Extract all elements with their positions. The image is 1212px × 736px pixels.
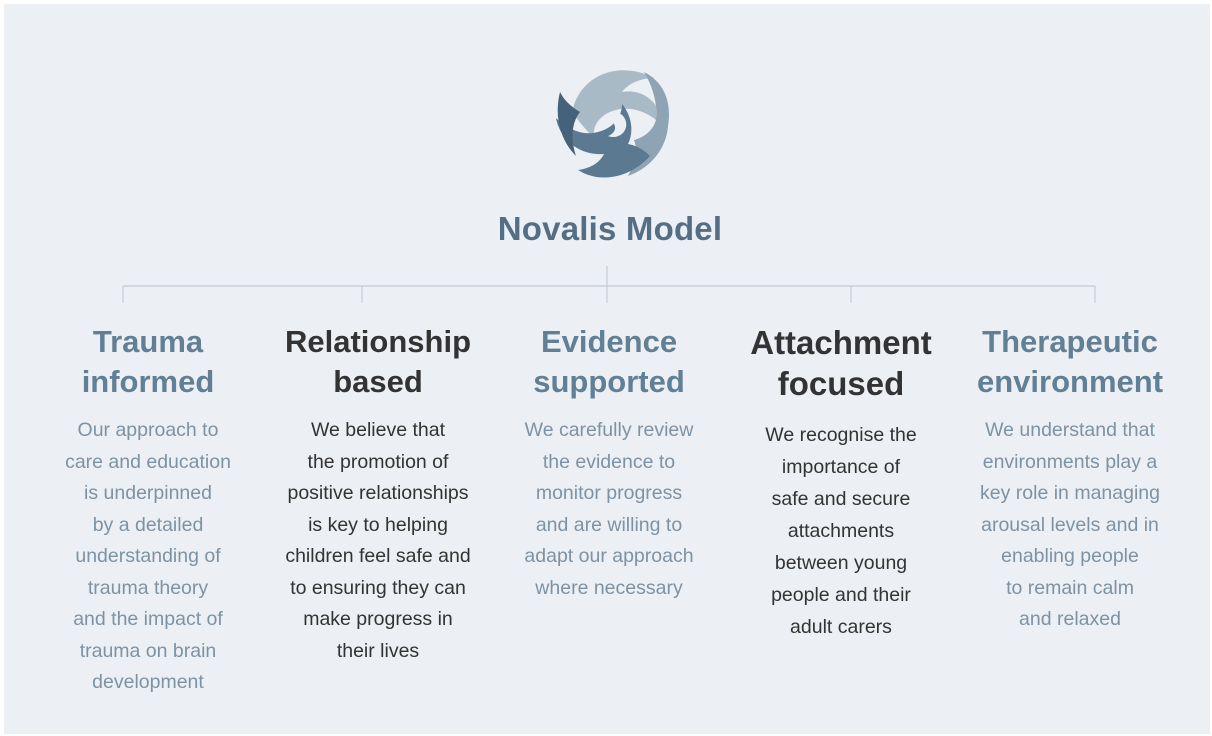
column-title: Relationship based xyxy=(284,324,471,399)
column-title: Attachment focused xyxy=(750,324,932,402)
column-description: Our approach to care and education is un… xyxy=(65,419,231,693)
column-title: Therapeutic environment xyxy=(976,324,1164,399)
column-title: Evidence supported xyxy=(533,324,685,399)
column-description: We believe that the promotion of positiv… xyxy=(285,419,471,662)
diagram-canvas: Novalis Model Trauma informed Our approa… xyxy=(4,4,1210,734)
model-title: Novalis Model xyxy=(497,210,723,247)
column-relationship-based: Relationship based We believe that the p… xyxy=(268,322,488,667)
column-evidence-supported: Evidence supported We carefully review t… xyxy=(504,322,714,604)
column-description: We recognise the importance of safe and … xyxy=(765,424,917,638)
column-therapeutic-environment: Therapeutic environment We understand th… xyxy=(964,322,1176,636)
column-attachment-focused: Attachment focused We recognise the impo… xyxy=(734,322,948,643)
swirl-logo-icon xyxy=(556,70,669,178)
column-description: We carefully review the evidence to moni… xyxy=(524,419,694,599)
column-title: Trauma informed xyxy=(81,324,215,399)
column-trauma-informed: Trauma informed Our approach to care and… xyxy=(48,322,248,699)
column-description: We understand that environments play a k… xyxy=(980,419,1160,630)
